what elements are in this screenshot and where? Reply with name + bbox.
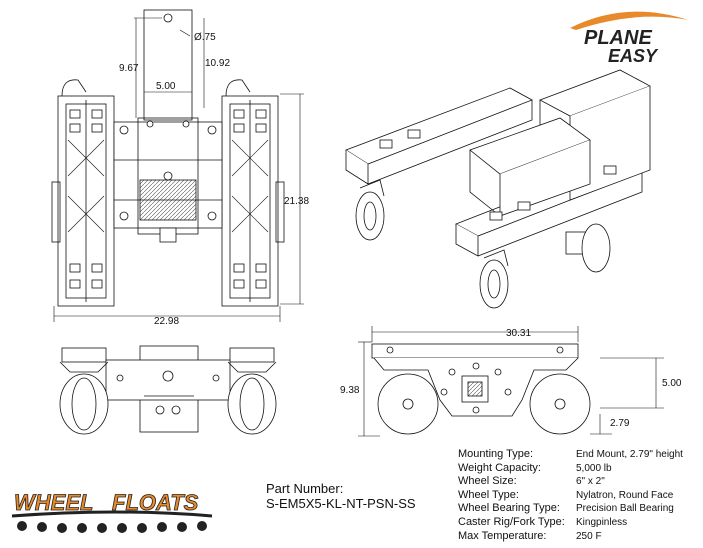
dim-top-height-2: 10.92 xyxy=(205,58,230,69)
spec-label: Max Temperature: xyxy=(458,529,547,542)
top-view xyxy=(51,9,285,307)
dim-side-inner: 5.00 xyxy=(662,378,682,389)
part-number-value: S-EM5X5-KL-NT-PSN-SS xyxy=(266,496,416,511)
dimension-labels: Ø.75 9.67 10.92 5.00 21.38 22.98 30.31 9… xyxy=(119,32,682,429)
dim-overall-width: 22.98 xyxy=(154,316,179,327)
dim-mount-width: 5.00 xyxy=(156,81,176,92)
dim-mount-height: 2.79 xyxy=(610,418,630,429)
spec-value: Precision Ball Bearing xyxy=(576,503,674,515)
spec-value: Nylatron, Round Face xyxy=(576,489,674,501)
spec-value: End Mount, 2.79" height xyxy=(576,449,683,460)
top-view-dimensions xyxy=(53,17,304,322)
plane-easy-logo-line1: PLANE xyxy=(584,27,652,49)
spec-value: 5,000 lb xyxy=(576,462,612,474)
front-view xyxy=(59,345,277,435)
dim-side-height: 9.38 xyxy=(340,385,360,396)
part-number-label: Part Number: xyxy=(266,481,344,496)
spec-label: Wheel Bearing Type: xyxy=(458,502,560,515)
spec-table: Mounting Type: End Mount, 2.79" height W… xyxy=(458,448,698,546)
plane-easy-logo: PLANE EASY xyxy=(570,11,688,64)
dim-overall-length: 21.38 xyxy=(284,196,309,207)
isometric-view xyxy=(345,69,651,309)
dim-side-length: 30.31 xyxy=(506,328,531,339)
side-view xyxy=(371,343,591,435)
plane-easy-logo-line2: EASY xyxy=(608,46,659,64)
spec-value: 250 F xyxy=(576,530,602,542)
dim-hole-dia: Ø.75 xyxy=(194,32,216,43)
dim-top-height: 9.67 xyxy=(119,63,139,74)
side-view-dimensions xyxy=(358,326,664,437)
wheel-floats-logo: WHEEL FLOATS xyxy=(11,490,213,533)
spec-label: Wheel Type: xyxy=(458,488,519,501)
spec-label: Weight Capacity: xyxy=(458,461,541,474)
spec-value: Kingpinless xyxy=(576,517,628,528)
spec-label: Wheel Size: xyxy=(458,475,517,488)
spec-value: 6" x 2" xyxy=(576,476,605,488)
spec-label: Mounting Type: xyxy=(458,448,534,460)
spec-label: Caster Rig/Fork Type: xyxy=(458,516,565,528)
